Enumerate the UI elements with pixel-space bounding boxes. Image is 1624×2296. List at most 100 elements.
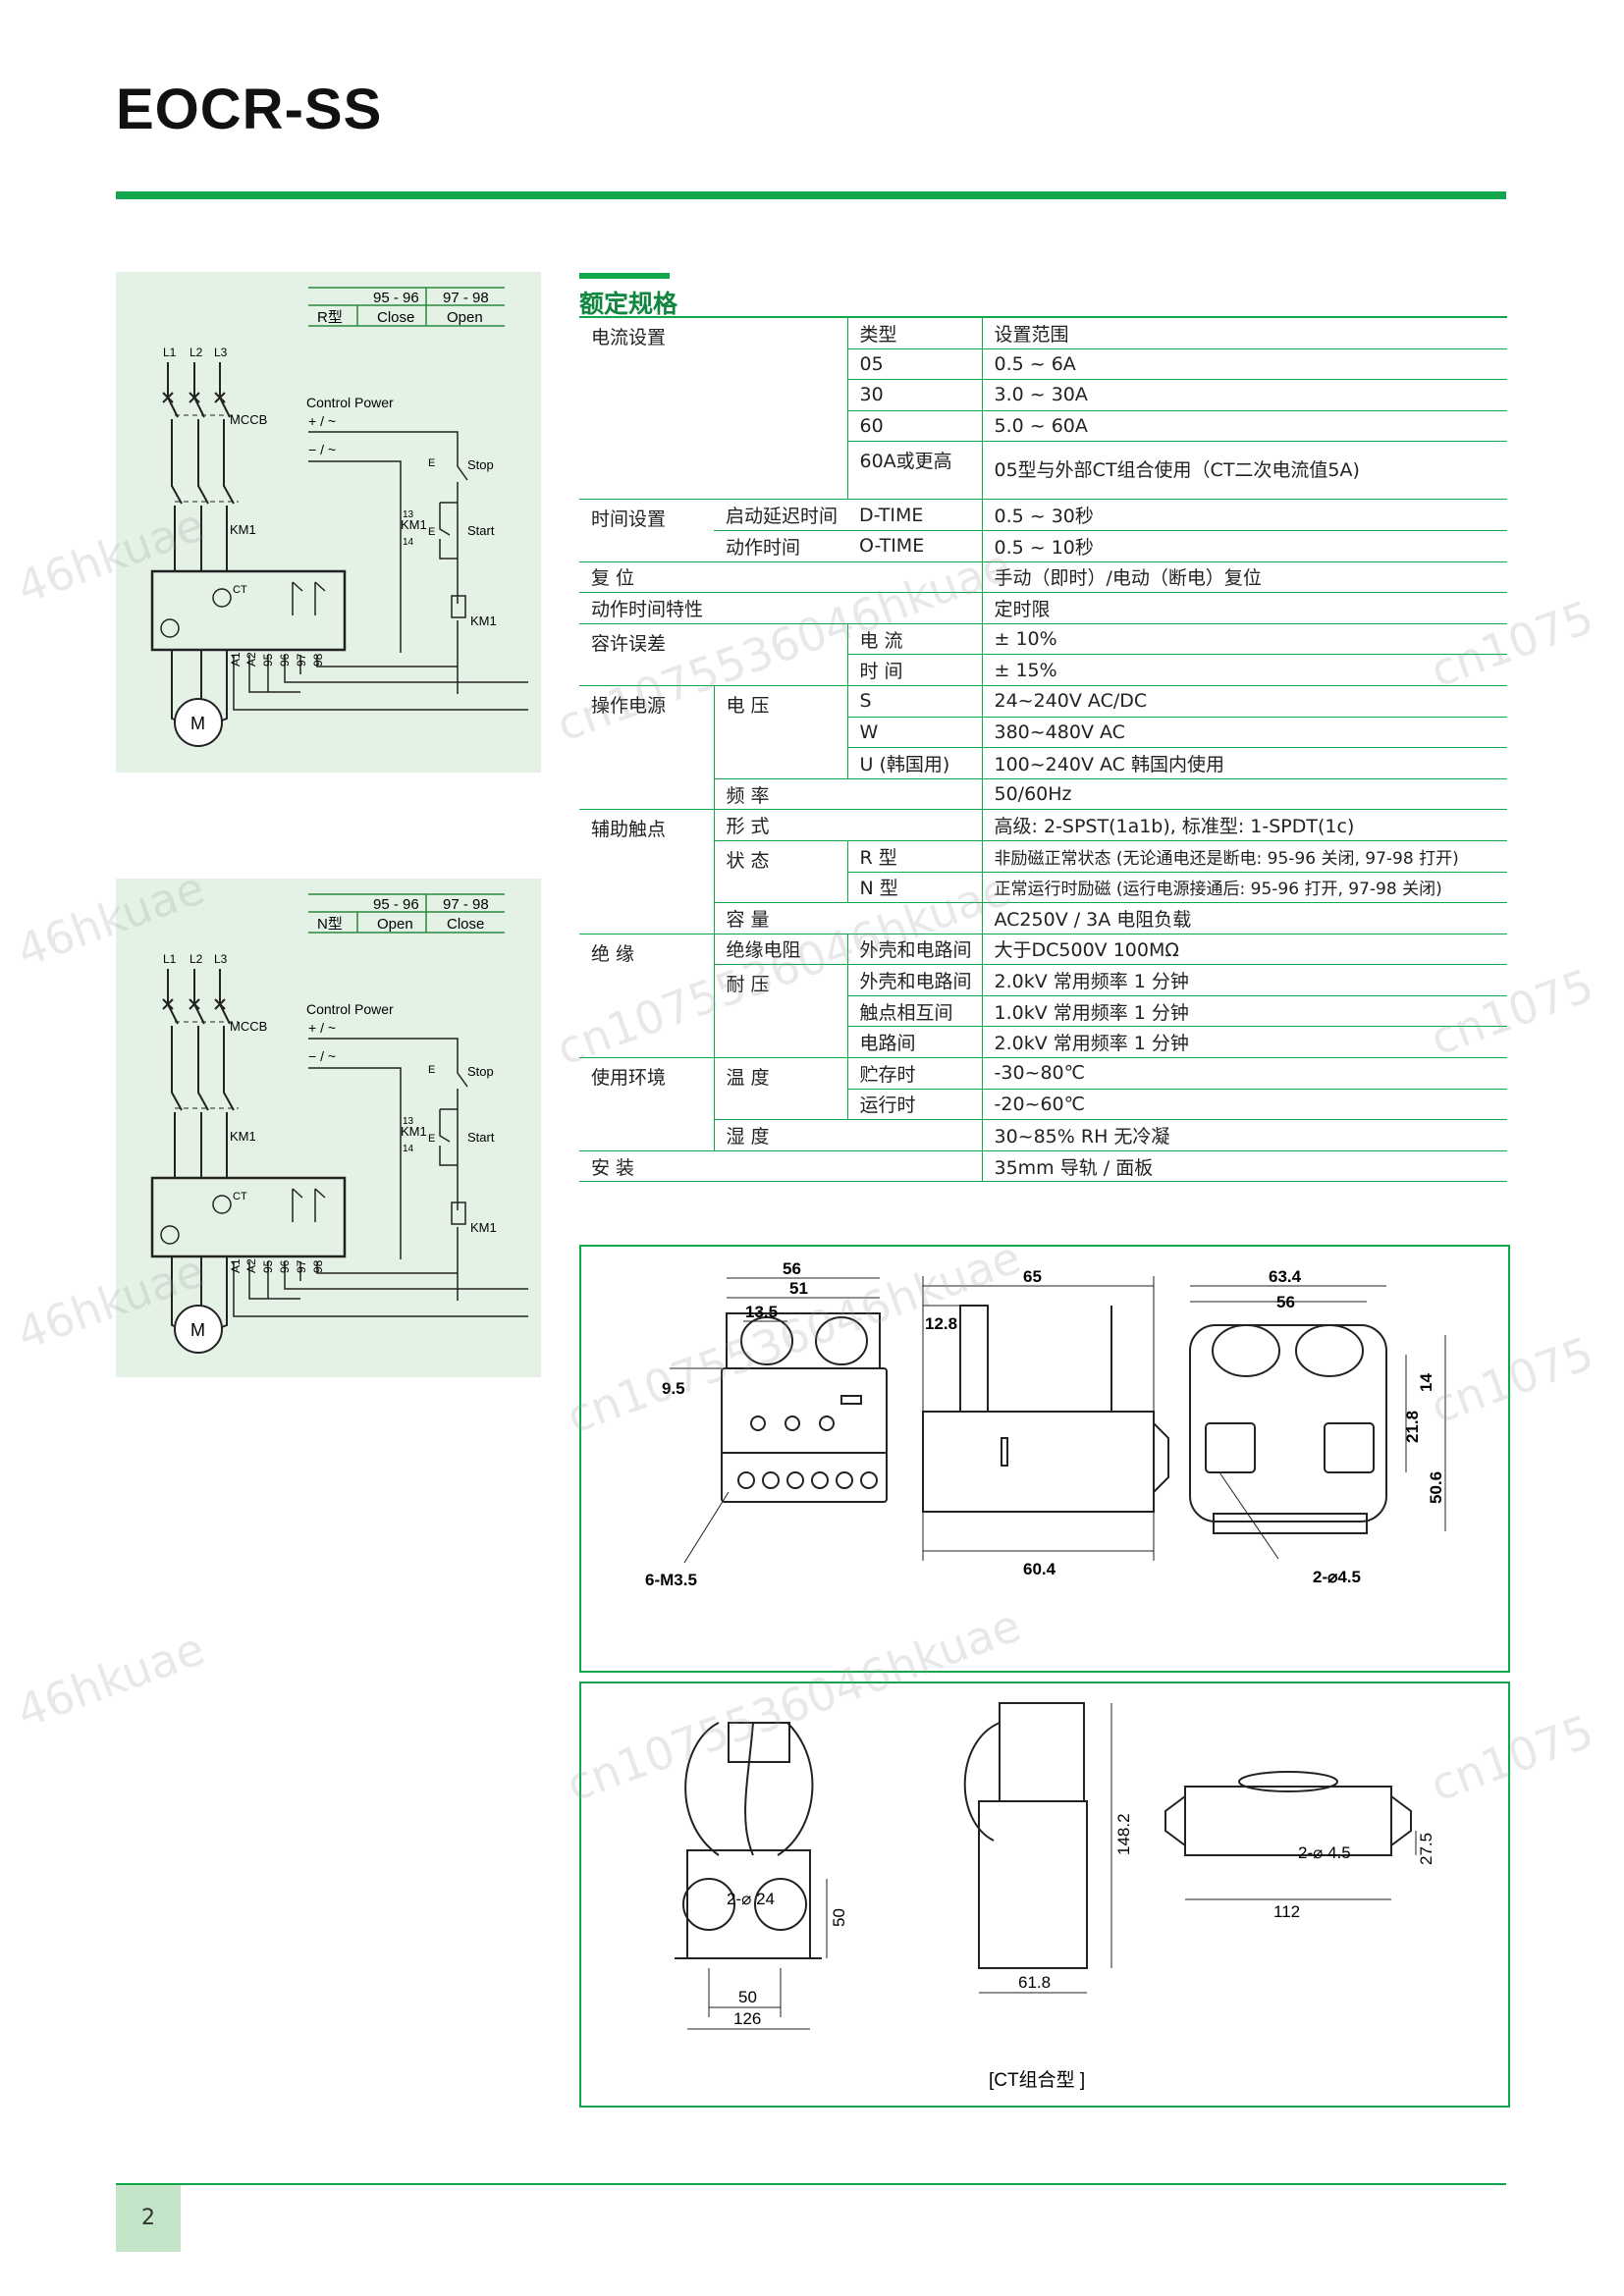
spec-cell: 容 量 (713, 902, 982, 934)
table-row: 使用环境 温 度 贮存时 -30~80℃ (579, 1057, 1507, 1151)
table-row: 频 率 50/60Hz (579, 778, 1507, 811)
spec-cell: 3.0 ~ 30A (981, 379, 1507, 411)
contact-col1: 95 - 96 (373, 290, 419, 306)
term-a1: A1 (229, 1258, 243, 1273)
spec-cell: 动作时间 (714, 530, 847, 562)
dim-6-m3-5: 6-M3.5 (645, 1571, 697, 1589)
table-row: 状 态 R 型 非励磁正常状态 (无论通电还是断电: 95-96 关闭, 97-… (579, 840, 1507, 904)
mccb-label: MCCB (230, 412, 267, 427)
spec-cell: 外壳和电路间 (846, 934, 982, 966)
rated-specifications: 额定规格 电流设置 类型 设置范围 05 0.5 ~ 6A 30 3.0 ~ 3… (579, 273, 1507, 1183)
wiring-diagram-n-svg: 95 - 96 97 - 98 N型 Open Close L1 L2 L3 M… (150, 893, 528, 1354)
table-row: 绝 缘 绝缘电阻 外壳和电路间 大于DC500V 100MΩ (579, 934, 1507, 1059)
e-label-1: E (428, 457, 435, 469)
table-row: 湿 度 30~85% RH 无冷凝 (579, 1119, 1507, 1151)
wiring-diagram-n: 95 - 96 97 - 98 N型 Open Close L1 L2 L3 M… (116, 879, 541, 1377)
dim-56: 56 (783, 1259, 801, 1278)
stop-label: Stop (467, 457, 494, 472)
spec-cell: -30~80℃ (981, 1057, 1507, 1090)
contact-col2: 97 - 98 (443, 896, 489, 913)
dim-56-b: 56 (1276, 1293, 1295, 1311)
spec-cell: 电 流 (846, 623, 982, 656)
table-row: 安 装 35mm 导轨 / 面板 (579, 1150, 1507, 1183)
spec-cell: 定时限 (981, 592, 1507, 624)
spec-cell: 05 (846, 348, 982, 381)
spec-cell: 复 位 (579, 561, 982, 594)
spec-cell: 电流设置 (579, 318, 847, 501)
watermark: 46hkuae (10, 1622, 212, 1738)
spec-header-bar (579, 273, 670, 279)
spec-cell: 安 装 (579, 1150, 982, 1183)
contact-val1: Open (377, 916, 413, 933)
term-96: 96 (278, 653, 292, 667)
table-row: 复 位 手动（即时）/电动（断电）复位 (579, 561, 1507, 594)
terminal-14: 14 (403, 537, 414, 548)
spec-cell: 使用环境 (579, 1057, 714, 1151)
dim-12-8: 12.8 (925, 1314, 957, 1333)
terminal-13: 13 (403, 1116, 414, 1127)
spec-cell: 设置范围 (981, 318, 1507, 349)
dim-50-v: 50 (830, 1908, 848, 1927)
spec-cell: 外壳和电路间 (846, 964, 982, 996)
spec-cell: 0.5 ~ 10秒 (981, 530, 1507, 562)
spec-cell: S (846, 685, 982, 718)
spec-cell: 正常运行时励磁 (运行电源接通后: 95-96 打开, 97-98 关闭) (981, 872, 1507, 904)
motor-label: M (190, 1320, 205, 1340)
spec-cell: 高级: 2-SPST(1a1b), 标准型: 1-SPDT(1c) (981, 809, 1507, 841)
term-98: 98 (311, 1259, 325, 1273)
term-97: 97 (295, 653, 308, 667)
spec-cell: R 型 (846, 840, 982, 873)
spec-cell: -20~60℃ (981, 1089, 1507, 1121)
minus-label: − / ~ (308, 442, 336, 457)
spec-cell: 类型 (846, 318, 982, 349)
dim-148-2: 148.2 (1114, 1813, 1133, 1855)
km1-aux-label: KM1 (401, 517, 427, 532)
dim-27-5: 27.5 (1417, 1833, 1435, 1865)
spec-cell: 60 (846, 410, 982, 443)
spec-cell: 触点相互间 (846, 995, 982, 1028)
dim-63-4: 63.4 (1269, 1267, 1302, 1286)
dim-21-8: 21.8 (1403, 1411, 1422, 1443)
spec-cell: 形 式 (713, 809, 982, 841)
spec-cell: D-TIME (847, 499, 982, 531)
table-row: 时 间 ± 15% (579, 654, 1507, 686)
term-96: 96 (278, 1259, 292, 1273)
phase-l1: L1 (163, 346, 177, 359)
spec-cell: 60A或更高 (846, 441, 982, 501)
spec-cell: W (846, 717, 982, 749)
table-row: 操作电源 电 压 S 24~240V AC/DC (579, 685, 1507, 811)
spec-header: 额定规格 (579, 273, 1507, 318)
stop-label: Stop (467, 1064, 494, 1079)
term-a2: A2 (244, 1258, 258, 1273)
km1-aux-label: KM1 (401, 1124, 427, 1139)
table-row: N 型 正常运行时励磁 (运行电源接通后: 95-96 打开, 97-98 关闭… (579, 872, 1507, 904)
dimension-drawing-standard: 56 51 13.5 9.5 6-M3.5 65 12.8 60.4 63.4 … (579, 1245, 1510, 1673)
minus-label: − / ~ (308, 1048, 336, 1064)
dim-50-6: 50.6 (1427, 1471, 1445, 1504)
spec-cell: 24~240V AC/DC (981, 685, 1507, 718)
header-rule (116, 191, 1506, 199)
spec-cell: 湿 度 (713, 1119, 982, 1151)
dim-hole-4-5: 2-⌀4.5 (1313, 1568, 1361, 1586)
table-row: 电流设置 类型 设置范围 (579, 318, 1507, 501)
plus-label: + / ~ (308, 1020, 336, 1036)
relay-type: N型 (317, 916, 343, 933)
dim-14: 14 (1417, 1373, 1435, 1392)
spec-cell: 30 (846, 379, 982, 411)
spec-cell: 100~240V AC 韩国内使用 (981, 747, 1507, 779)
term-97: 97 (295, 1259, 308, 1273)
spec-cell: 5.0 ~ 60A (981, 410, 1507, 443)
start-label: Start (467, 1130, 495, 1145)
table-row: 容 量 AC250V / 3A 电阻负载 (579, 902, 1507, 934)
table-row: 耐 压 外壳和电路间 2.0kV 常用频率 1 分钟 (579, 964, 1507, 1059)
contact-val1: Close (377, 309, 414, 326)
spec-cell: 380~480V AC (981, 717, 1507, 749)
e-label-2: E (428, 526, 435, 538)
ct-label: CT (233, 584, 247, 596)
e-label-2: E (428, 1133, 435, 1145)
dim-9-5: 9.5 (662, 1379, 685, 1398)
table-row: U (韩国用) 100~240V AC 韩国内使用 (579, 747, 1507, 779)
spec-cell: 绝 缘 (579, 934, 714, 1059)
spec-cell: 电 压 (713, 685, 847, 779)
dim-13-5: 13.5 (745, 1303, 778, 1321)
